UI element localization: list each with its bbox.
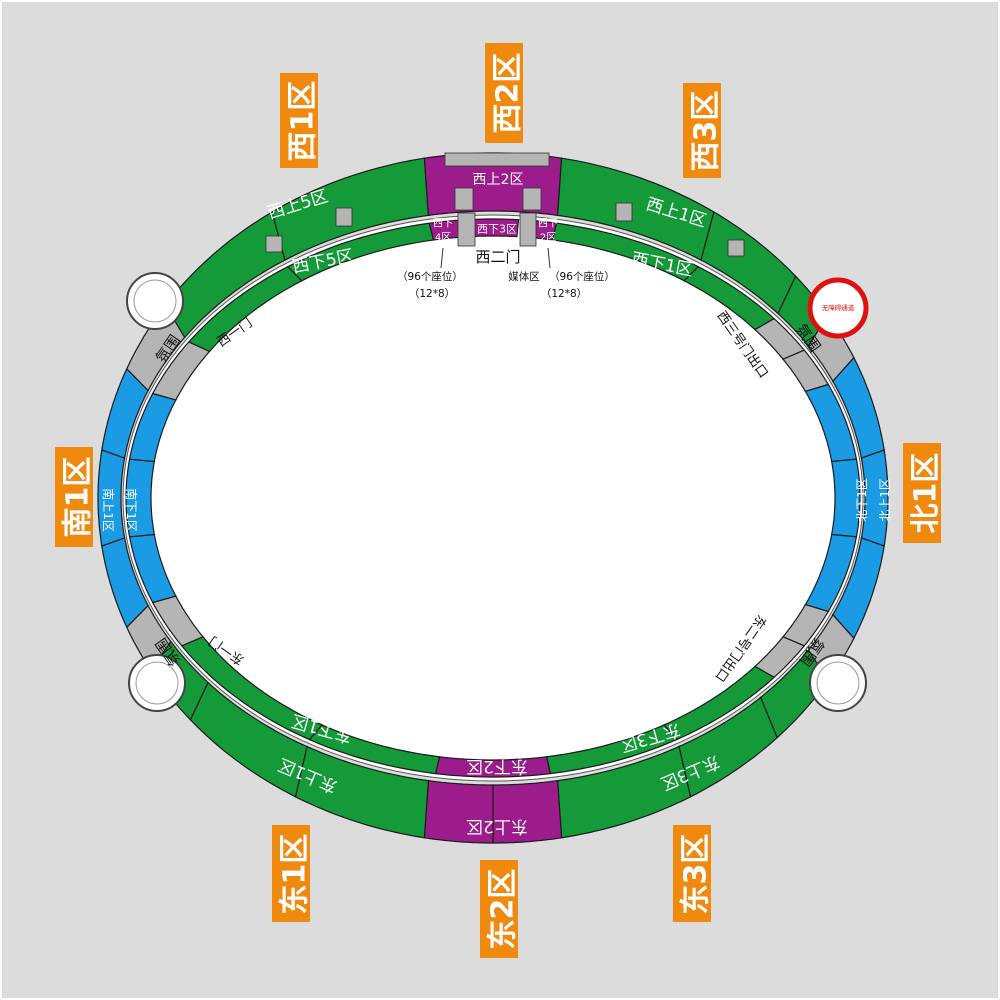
- zone-label-east-1: 东1区: [272, 825, 312, 922]
- section-west-lower-4-line2[interactable]: 4区: [435, 232, 451, 244]
- zone-label-text: 东3区: [678, 833, 713, 914]
- atmosphere-block: [126, 304, 186, 392]
- west-gate-pillar-right: [519, 212, 537, 247]
- section-north-lower-1[interactable]: 北下1区: [855, 478, 869, 522]
- seating-block[interactable]: [466, 218, 520, 238]
- zone-label-west-2: 西2区: [485, 43, 525, 143]
- section-west-lower-4-line1[interactable]: 西下: [433, 219, 453, 230]
- section-west-lower-2-line2[interactable]: 2区: [540, 232, 556, 244]
- zone-label-east-2: 东2区: [480, 860, 520, 958]
- entrance-box: [335, 207, 353, 227]
- seat-grid-left: （12*8）: [409, 288, 455, 300]
- entrance-box: [727, 239, 745, 257]
- zone-label-text: 西2区: [490, 52, 525, 134]
- entrance-box: [615, 202, 633, 222]
- section-west-lower-2-line1[interactable]: 西下: [538, 219, 558, 230]
- section-south-upper-1[interactable]: 南上1区: [101, 488, 116, 532]
- corner-tower-nw: [126, 272, 184, 330]
- zone-label-text: 西3区: [688, 90, 723, 171]
- entrance-box: [265, 235, 283, 253]
- zone-label-text: 东1区: [277, 833, 312, 914]
- zone-label-west-3: 西3区: [683, 83, 723, 178]
- seat-count-left: （96个座位）: [397, 270, 463, 283]
- section-south-lower-1[interactable]: 南下1区: [124, 488, 139, 532]
- entrance-box: [522, 187, 542, 211]
- section-north-upper-1[interactable]: 北上1区: [878, 478, 892, 522]
- section-west-upper-2[interactable]: 西上2区: [473, 172, 524, 188]
- west-top-platform: [444, 152, 550, 167]
- section-east-upper-2[interactable]: 东上2区: [466, 816, 528, 836]
- seat-grid-right: （12*8）: [541, 288, 587, 300]
- zone-label-text: 南1区: [60, 456, 95, 538]
- accessible-passage-marker: 无障碍通道: [807, 277, 869, 339]
- leader-line: [440, 247, 444, 269]
- corner-tower-se: [809, 654, 867, 712]
- zone-label-text: 西1区: [285, 80, 320, 161]
- zone-label-text: 东2区: [485, 868, 520, 950]
- section-west-lower-3[interactable]: 西下3区: [477, 223, 517, 236]
- atmosphere-block: [151, 341, 211, 401]
- accessible-passage-label: 无障碍通道: [822, 303, 855, 312]
- west-gate-pillar-left: [457, 212, 476, 247]
- entrance-box: [454, 187, 474, 211]
- corner-tower-sw: [128, 654, 186, 712]
- zone-label-text: 北1区: [908, 452, 943, 534]
- seat-count-right: （96个座位）: [549, 270, 615, 283]
- zone-label-south-1: 南1区: [55, 447, 95, 547]
- media-area-label: 媒体区: [508, 270, 540, 283]
- zone-label-north-1: 北1区: [903, 443, 943, 543]
- gate-west-2: 西二门: [475, 248, 520, 266]
- zone-label-west-1: 西1区: [280, 73, 320, 168]
- concourse-walkway: [122, 214, 864, 782]
- leader-line: [547, 247, 551, 269]
- zone-label-east-3: 东3区: [673, 825, 713, 922]
- section-east-lower-2[interactable]: 东下2区: [466, 756, 528, 776]
